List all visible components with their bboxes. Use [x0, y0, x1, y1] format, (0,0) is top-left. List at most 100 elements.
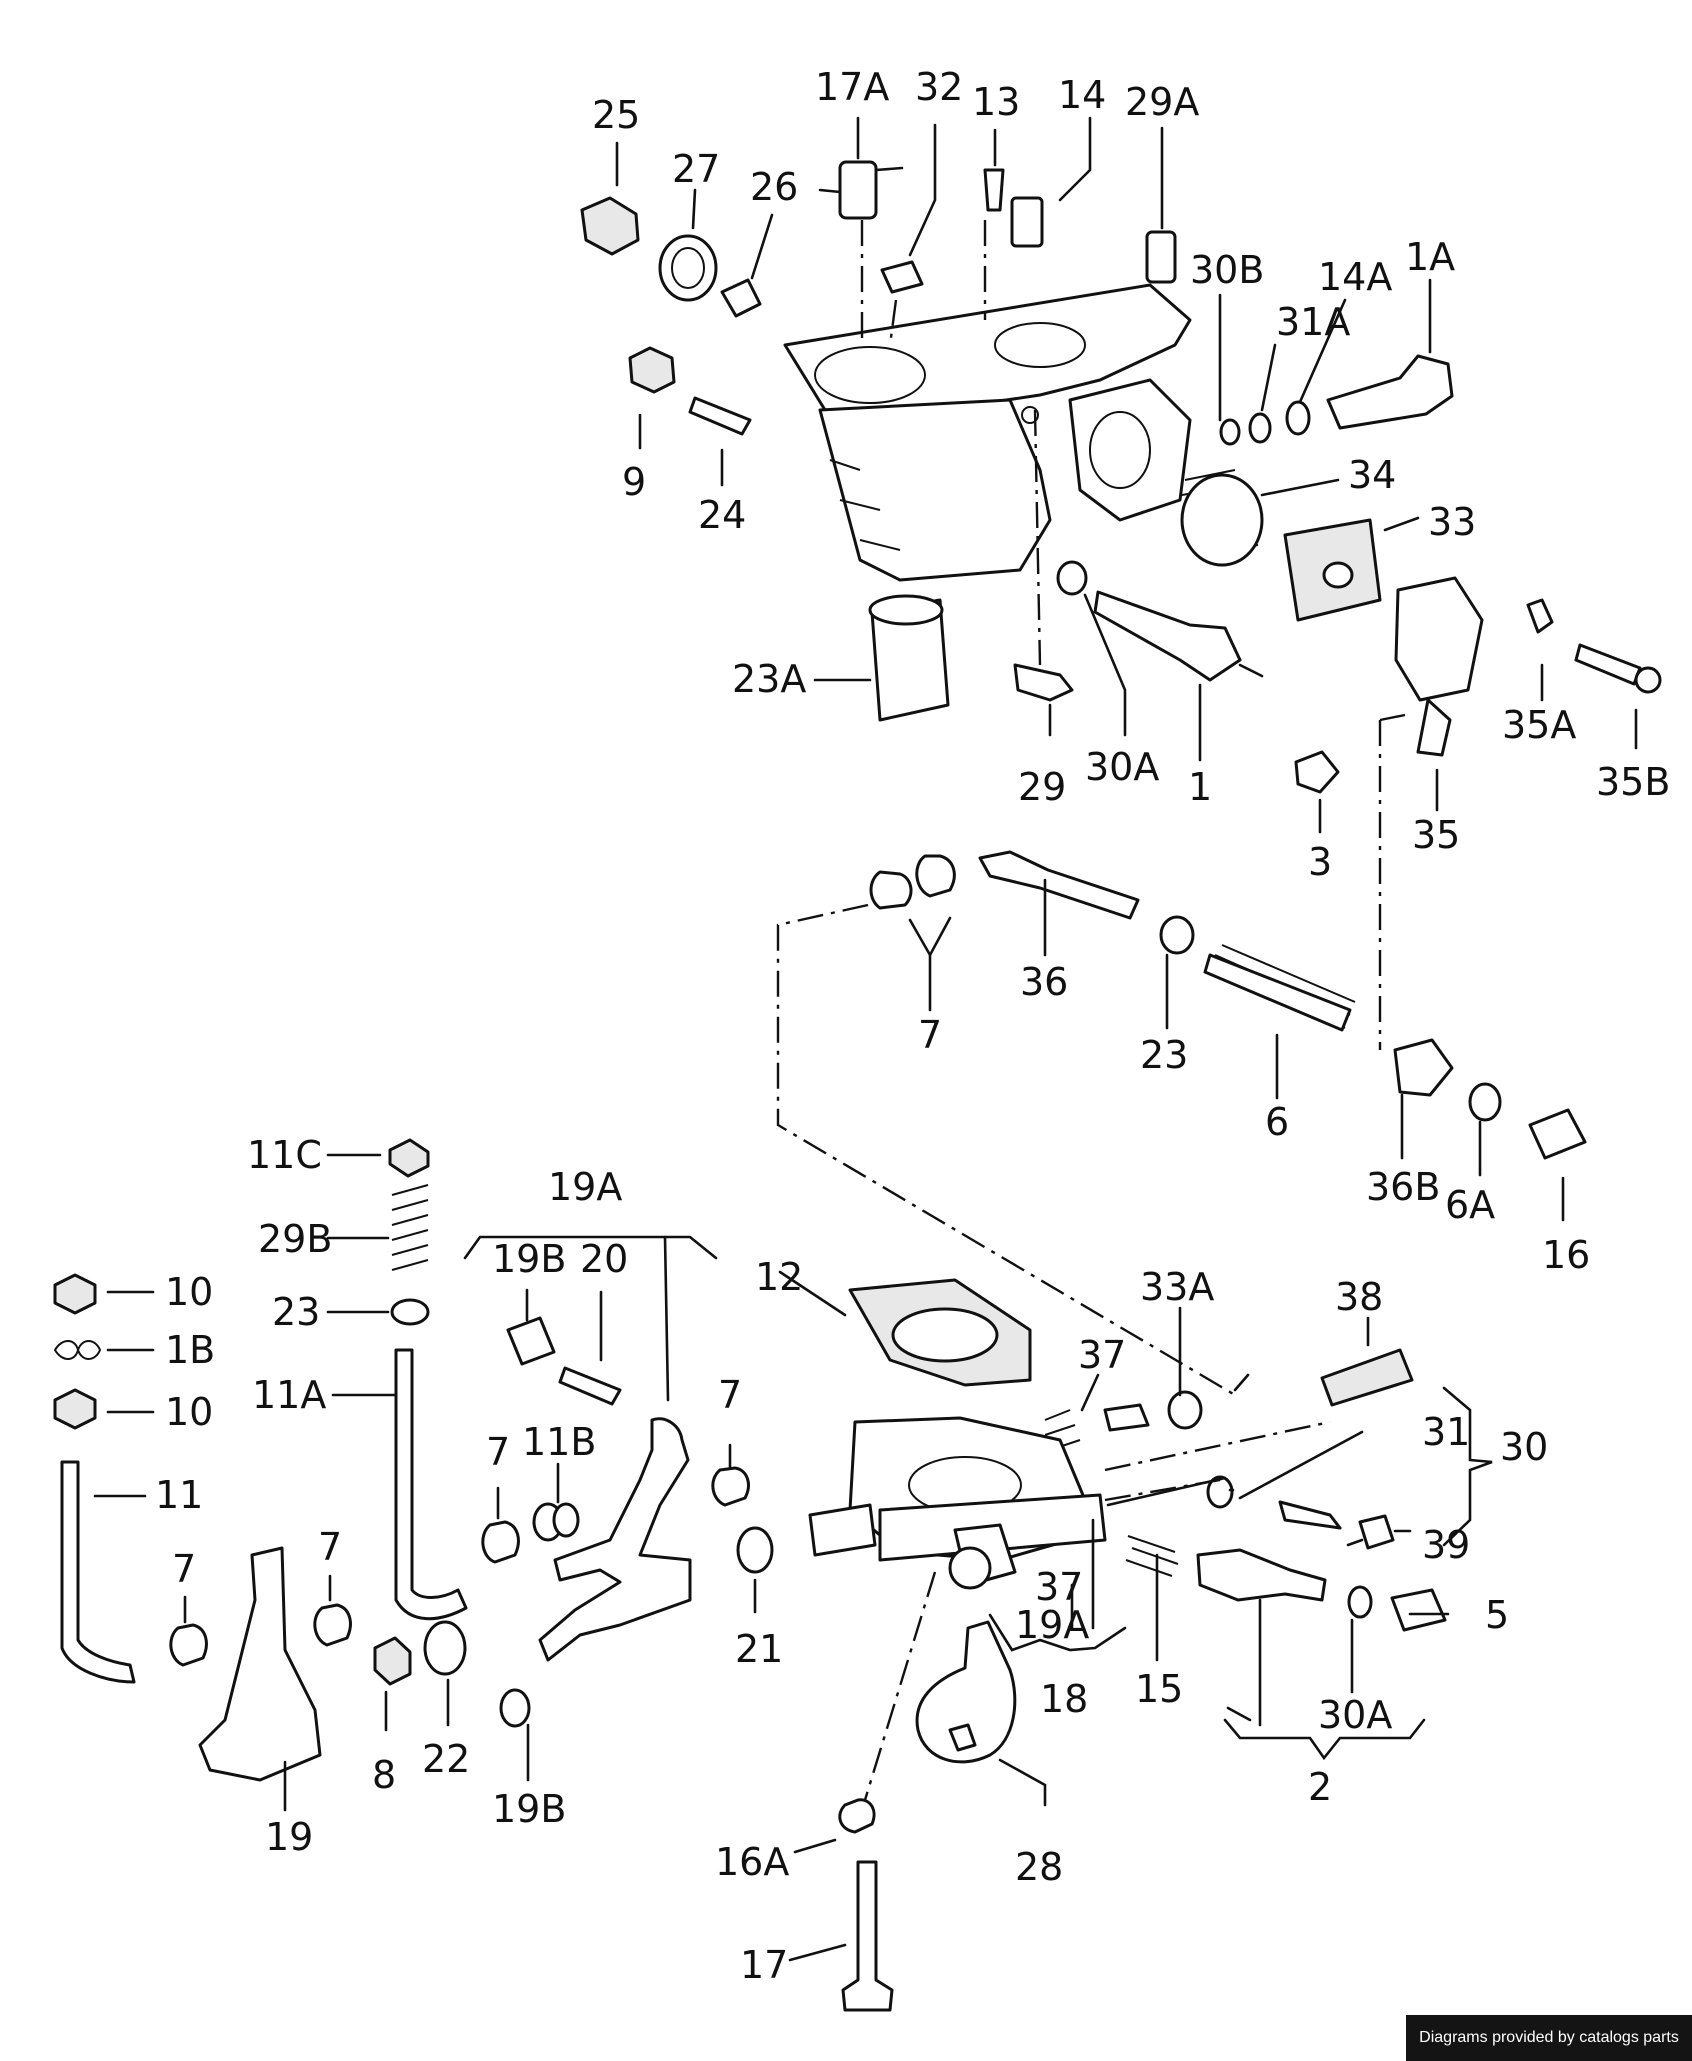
leader-lines: [93, 116, 1638, 1962]
part-15-spring: [1125, 1535, 1179, 1577]
label-7-c: 7: [172, 1547, 196, 1591]
part-7-clip-c: [169, 1623, 208, 1667]
label-30a-top: 30A: [1085, 745, 1159, 789]
label-37-low: 37: [1035, 1565, 1083, 1609]
label-15: 15: [1135, 1667, 1183, 1711]
part-35b-screw: [1574, 643, 1662, 694]
part-27-ring: [658, 234, 718, 302]
label-2: 2: [1308, 1765, 1332, 1809]
part-26-screw: [720, 278, 762, 318]
label-39: 39: [1422, 1523, 1470, 1567]
label-1b: 1B: [165, 1328, 215, 1372]
label-14a: 14A: [1318, 255, 1392, 299]
label-27: 27: [672, 147, 720, 191]
part-1b-clip: [53, 1340, 102, 1360]
part-21-washer: [736, 1526, 774, 1574]
label-19: 19: [265, 1815, 313, 1859]
part-23-washer-mid: [1159, 915, 1195, 955]
part-10-nut-a: [53, 1273, 97, 1315]
label-11c: 11C: [247, 1133, 322, 1177]
part-23a-sleeve: [868, 594, 950, 722]
part-31a-oring: [1248, 412, 1272, 444]
part-34-spring: [1180, 469, 1264, 567]
label-7-d: 7: [318, 1525, 342, 1569]
label-23-mid: 23: [1140, 1033, 1188, 1077]
label-16a: 16A: [715, 1840, 789, 1884]
label-13: 13: [972, 80, 1020, 124]
lower-carburetor-body: [808, 1416, 1107, 1590]
label-11: 11: [155, 1473, 203, 1517]
label-10-b: 10: [165, 1390, 213, 1434]
part-14-valve: [1010, 196, 1044, 248]
part-10-nut-b: [53, 1388, 97, 1430]
label-30b: 30B: [1190, 248, 1264, 292]
callout-labels: 25 27 26 17A 32 13 14 29A 30B 31A 14A 1A…: [155, 65, 1670, 1987]
label-23-left: 23: [272, 1290, 320, 1334]
part-16a-clip: [838, 1798, 876, 1834]
part-13-needle: [983, 168, 1005, 212]
label-1: 1: [1188, 765, 1212, 809]
part-38-filter: [1320, 1348, 1414, 1407]
part-11b-bushing: [532, 1502, 580, 1542]
label-7-b: 7: [486, 1430, 510, 1474]
part-11c-nut: [388, 1138, 430, 1178]
part-32-jet: [880, 260, 924, 294]
label-36b: 36B: [1366, 1165, 1440, 1209]
part-6a-washer: [1468, 1082, 1502, 1122]
label-28: 28: [1015, 1845, 1063, 1889]
part-33a-seal: [1167, 1390, 1203, 1430]
label-19a-top: 19A: [548, 1165, 622, 1209]
part-36-rod: [978, 850, 1140, 920]
part-19b-bushing-low: [499, 1688, 531, 1728]
part-30-screw: [1278, 1500, 1342, 1530]
label-6: 6: [1265, 1100, 1289, 1144]
label-3: 3: [1308, 840, 1332, 884]
part-30b-seal: [1219, 418, 1241, 446]
label-19b-top: 19B: [492, 1237, 566, 1281]
label-29: 29: [1018, 765, 1066, 809]
part-24-screw: [688, 396, 752, 436]
credit-banner: Diagrams provided by catalogs parts: [1406, 2015, 1692, 2061]
part-3-cap: [1294, 750, 1340, 794]
part-12-gasket: [848, 1278, 1032, 1387]
label-1a: 1A: [1405, 235, 1455, 279]
part-2-cutoff-valve: [1196, 1548, 1327, 1602]
part-35-cover: [1394, 576, 1484, 757]
part-31-oring: [1206, 1475, 1234, 1509]
part-17a-tee: [818, 160, 904, 220]
part-25-plug: [580, 196, 640, 256]
part-19-lever: [198, 1546, 322, 1782]
label-14: 14: [1058, 73, 1106, 117]
part-30a-low-oring: [1347, 1585, 1373, 1619]
label-26: 26: [750, 165, 798, 209]
part-14a-washer: [1285, 400, 1311, 436]
label-37-top: 37: [1078, 1333, 1126, 1377]
label-19a-low: 19A: [1015, 1603, 1089, 1647]
part-7-clip-b: [481, 1520, 520, 1564]
label-12: 12: [755, 1255, 803, 1299]
label-33: 33: [1428, 500, 1476, 544]
part-29-screw: [1013, 663, 1074, 702]
label-7-top: 7: [918, 1013, 942, 1057]
part-36b-bracket: [1393, 1038, 1454, 1097]
part-35a-clip: [1526, 598, 1554, 634]
label-30a-low: 30A: [1318, 1693, 1392, 1737]
label-6a: 6A: [1445, 1183, 1495, 1227]
part-19a-throttle-lever: [538, 1417, 692, 1662]
label-10-a: 10: [165, 1270, 213, 1314]
part-22-washer: [423, 1620, 467, 1676]
label-36: 36: [1020, 960, 1068, 1004]
part-11-rod: [60, 1460, 136, 1684]
part-9-nut: [628, 346, 676, 394]
label-30: 30: [1500, 1425, 1548, 1469]
part-8-nut: [373, 1636, 412, 1686]
label-31: 31: [1422, 1410, 1470, 1454]
label-34: 34: [1348, 453, 1396, 497]
label-20: 20: [580, 1237, 628, 1281]
part-23-washer-left: [390, 1298, 430, 1326]
label-19b-low: 19B: [492, 1787, 566, 1831]
part-17-screw: [841, 1860, 894, 2012]
label-8: 8: [372, 1753, 396, 1797]
label-35: 35: [1412, 813, 1460, 857]
